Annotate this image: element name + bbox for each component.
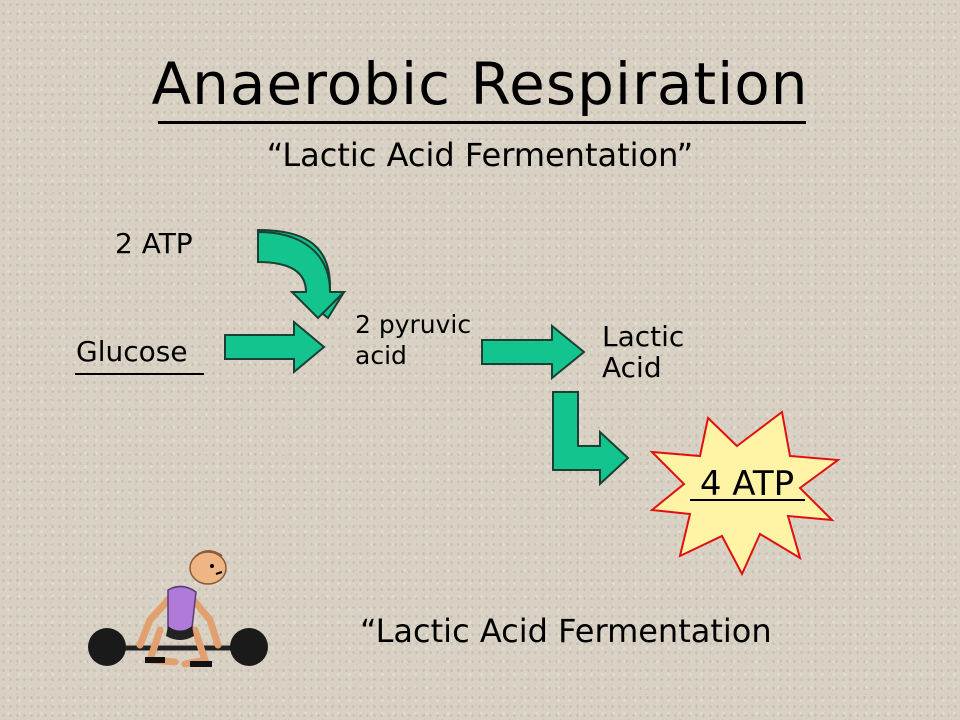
weightlifter-clipart: [88, 550, 268, 668]
atp-input-curved-arrow-body: [257, 230, 347, 320]
lactic-acid-label: Lactic Acid: [602, 320, 685, 384]
slide-title: Anaerobic Respiration: [151, 50, 809, 118]
slide-subtitle: “Lactic Acid Fermentation”: [266, 136, 694, 174]
lactic-acid-line-1: Lactic: [602, 320, 685, 353]
lactic-to-atp-bent-arrow: [552, 391, 630, 487]
glucose-label: Glucose: [76, 335, 188, 368]
atp-output-starburst: [649, 410, 841, 577]
lactic-acid-line-2: Acid: [602, 350, 662, 384]
pyruvic-to-lactic-arrow: [481, 323, 586, 381]
footer-caption: “Lactic Acid Fermentation: [360, 612, 772, 650]
pyruvic-acid-line-2: acid: [355, 340, 407, 370]
title-underline: [158, 121, 806, 124]
atp-output-label: 4 ATP: [700, 464, 794, 504]
pyruvic-acid-label: 2 pyruvic acid: [355, 310, 471, 371]
pyruvic-acid-line-1: 2 pyruvic: [355, 310, 472, 339]
atp-input-label: 2 ATP: [115, 227, 193, 260]
glucose-underline: [75, 373, 204, 375]
glucose-arrow: [224, 319, 326, 375]
